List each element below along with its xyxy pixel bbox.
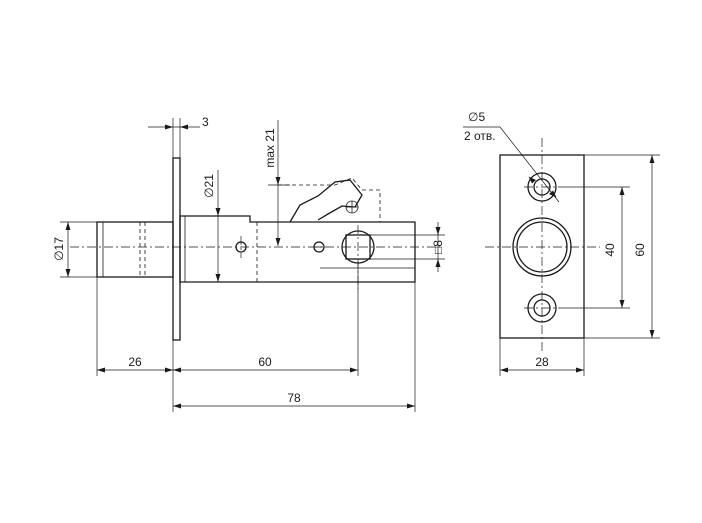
latch-hook xyxy=(278,177,381,223)
dim-plate-thickness: 3 xyxy=(148,115,209,158)
dim-overall-length: 78 xyxy=(173,391,415,409)
dim-hole-count-label: 2 отв. xyxy=(464,129,496,143)
dim-body-diameter: ∅21 xyxy=(202,170,222,283)
dim-square: □8 xyxy=(370,222,445,272)
dim-hole-spacing: 40 xyxy=(560,186,630,309)
front-view: ∅5 2 отв. 40 60 28 xyxy=(463,110,660,376)
flange-plate xyxy=(172,157,181,341)
dim-plate-height: 60 xyxy=(584,154,660,339)
dim-shaft-length: 26 xyxy=(97,355,173,373)
dim-hole-diameter: ∅5 2 отв. xyxy=(463,110,560,203)
dim-shaft-diameter-label: ∅17 xyxy=(52,237,66,261)
dim-hole-diameter-label: ∅5 xyxy=(468,110,485,124)
dim-overall-length-label: 78 xyxy=(287,391,301,405)
shaft xyxy=(96,221,174,278)
side-view: ∅17 ∅21 3 max 21 xyxy=(52,115,445,412)
dim-square-label: □8 xyxy=(431,240,445,254)
dim-backset-label: 60 xyxy=(258,355,272,369)
dim-backset: 60 xyxy=(173,355,358,373)
body-cylinder xyxy=(179,215,416,283)
dim-plate-thickness-label: 3 xyxy=(202,115,209,129)
dim-plate-height-label: 60 xyxy=(633,243,647,257)
dim-body-diameter-label: ∅21 xyxy=(202,174,216,198)
dim-shaft-length-label: 26 xyxy=(128,355,142,369)
dim-plate-width-label: 28 xyxy=(535,355,549,369)
dim-max-travel-label: max 21 xyxy=(263,128,277,168)
dim-plate-width: 28 xyxy=(499,338,585,376)
dim-shaft-diameter: ∅17 xyxy=(52,221,97,278)
dim-max-travel: max 21 xyxy=(263,120,290,246)
dim-hole-spacing-label: 40 xyxy=(603,243,617,257)
